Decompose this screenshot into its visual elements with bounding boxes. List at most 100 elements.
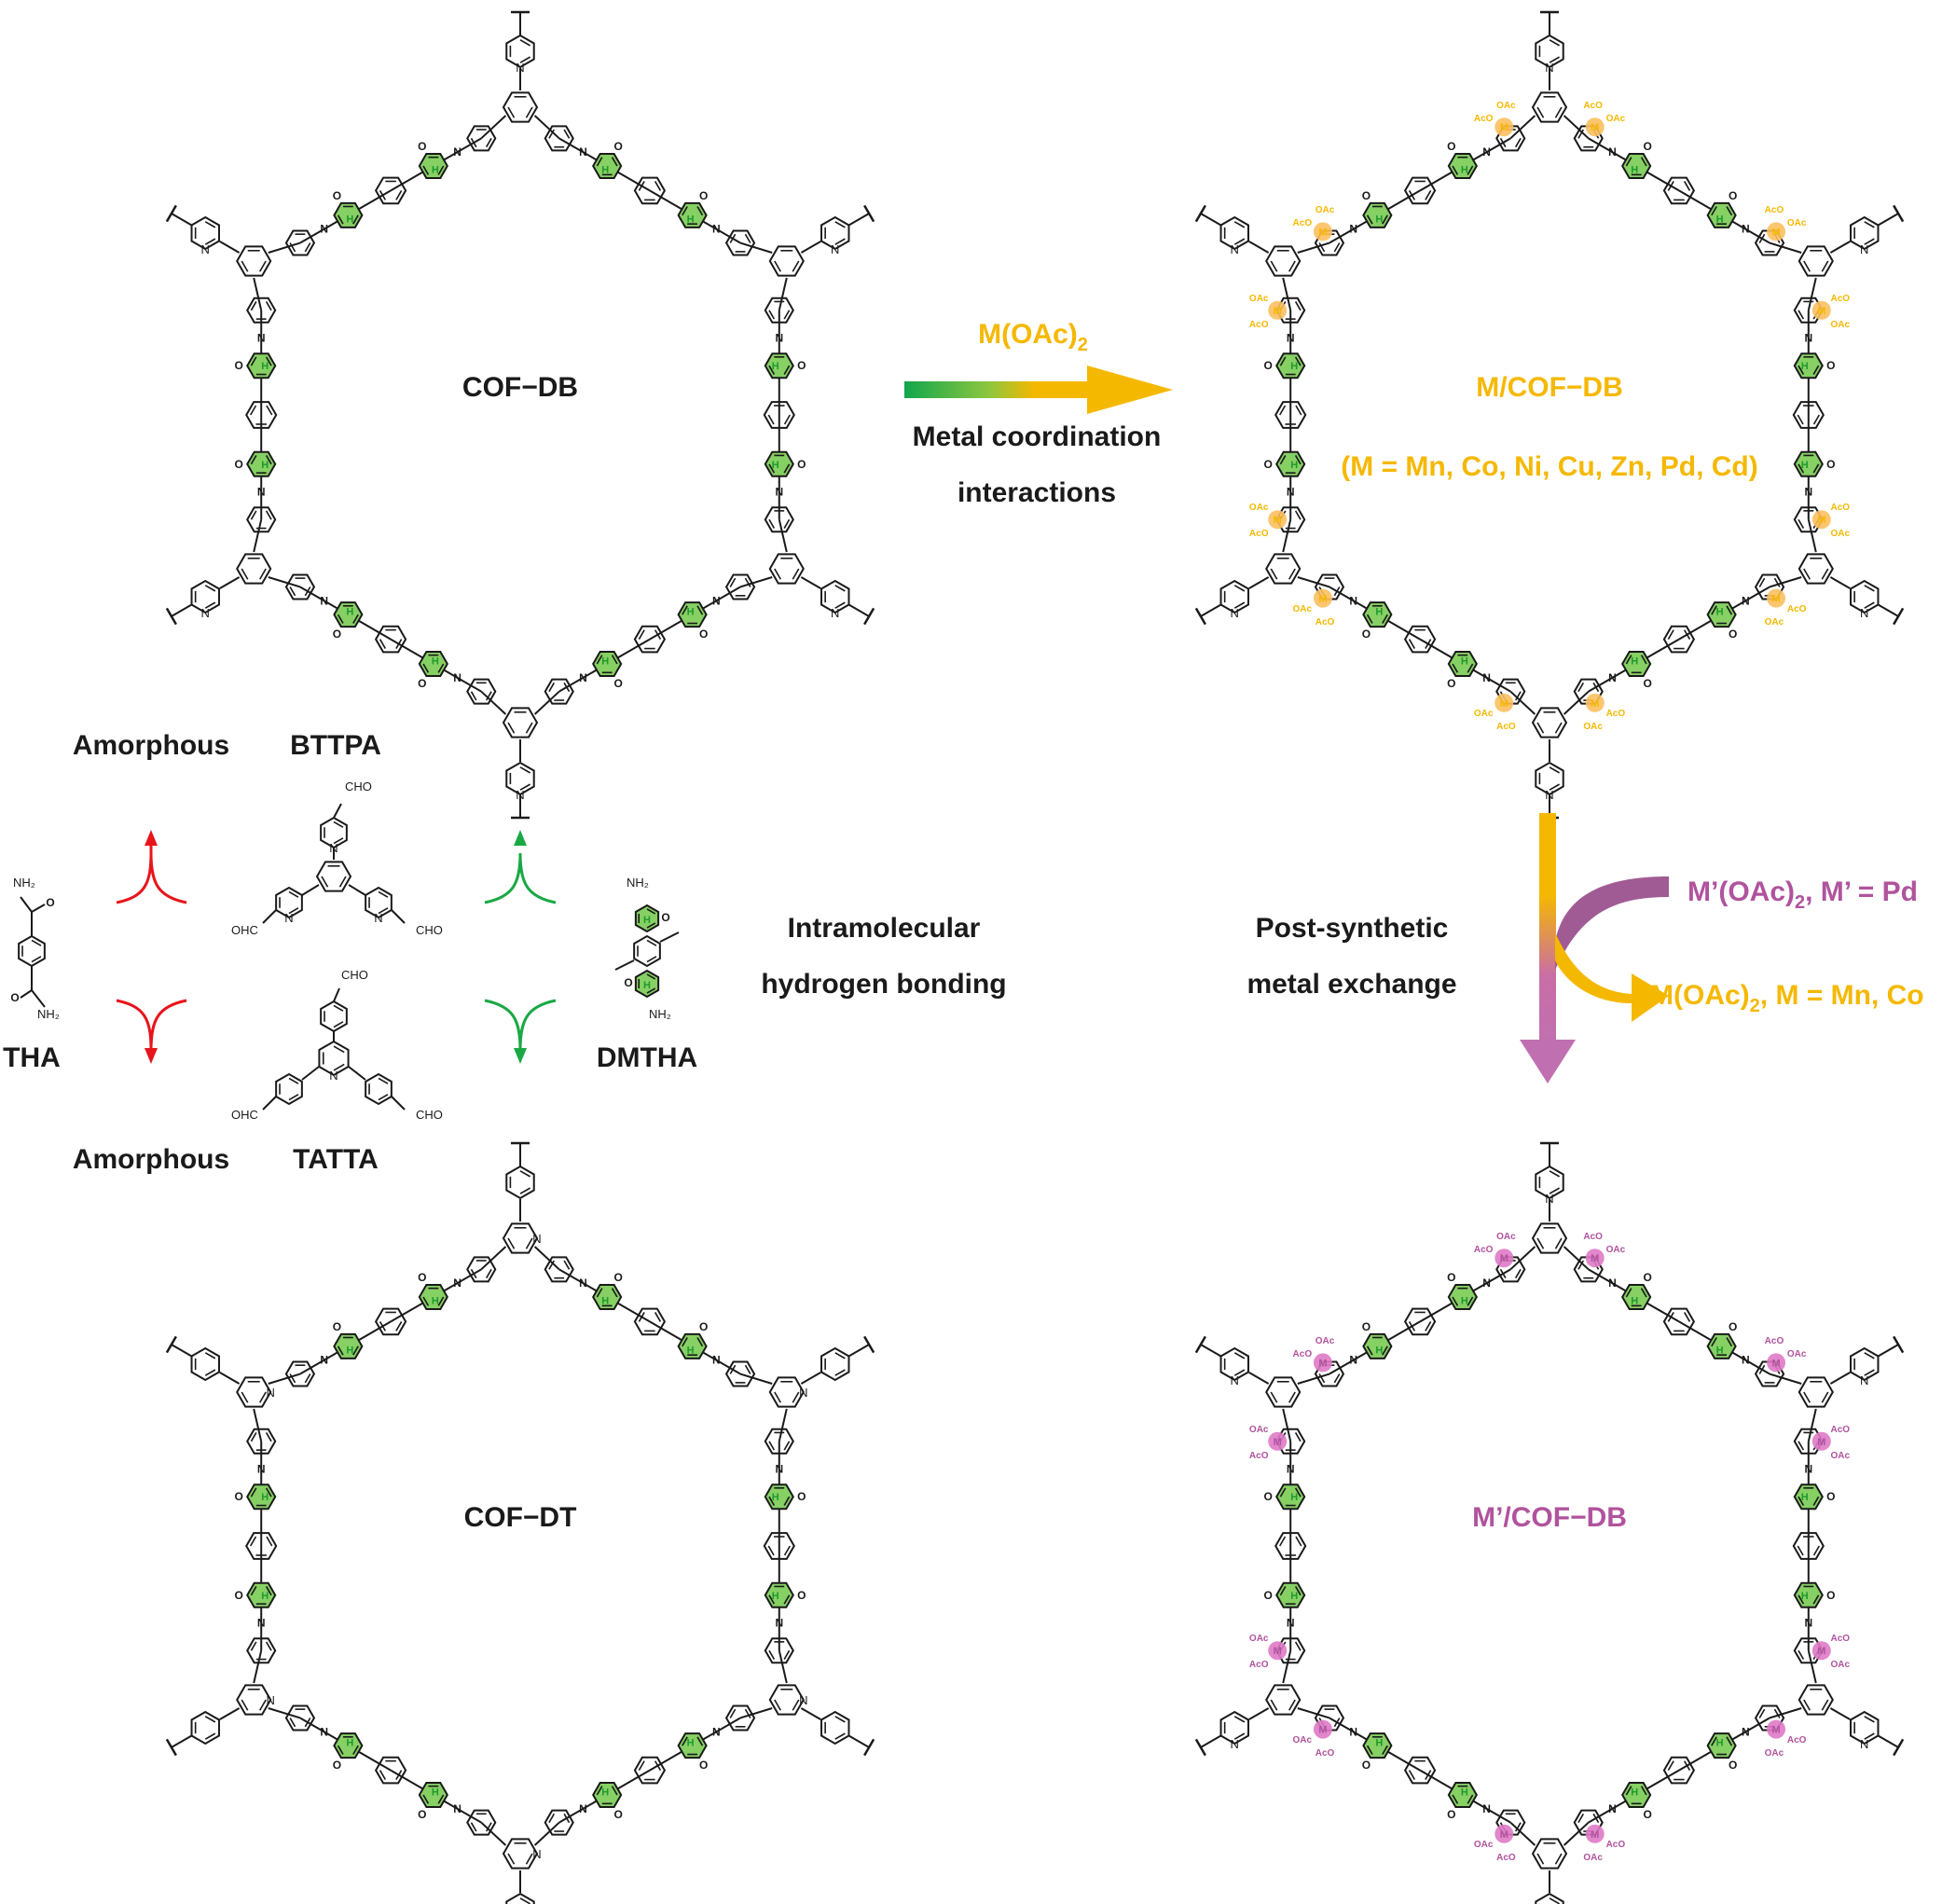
- ring-atom-label: N: [831, 242, 839, 256]
- bond: [863, 607, 875, 626]
- double-bond: [519, 1187, 531, 1194]
- acetate-label: OAc: [1315, 205, 1335, 215]
- double-bond: [834, 585, 846, 592]
- bond: [778, 1408, 788, 1442]
- cof-db-label: COF−DB: [462, 372, 578, 403]
- double-bond: [265, 1432, 272, 1442]
- double-bond: [1408, 1770, 1416, 1780]
- pyridine-ring: [246, 506, 277, 533]
- double-bond: [654, 1760, 662, 1771]
- pyridine-ring: [1754, 1360, 1785, 1387]
- carbonyl-o: O: [1643, 677, 1651, 690]
- double-bond: [783, 310, 791, 320]
- double-bond: [258, 1391, 267, 1403]
- double-bond: [1333, 1373, 1341, 1384]
- bond: [1297, 1707, 1330, 1719]
- bond: [847, 213, 870, 227]
- double-bond: [1382, 214, 1388, 225]
- tritopic-node: N: [502, 1141, 542, 1254]
- intramolecular-line-1: Intramolecular: [788, 913, 981, 944]
- carbonyl-o: O: [1729, 1320, 1737, 1333]
- double-bond: [1640, 1786, 1647, 1796]
- imine-n: N: [1349, 594, 1357, 607]
- double-bond: [744, 1708, 751, 1718]
- double-bond: [519, 766, 531, 774]
- double-bond: [519, 1897, 531, 1904]
- imine-n: N: [1804, 486, 1812, 499]
- double-bond: [682, 1337, 688, 1347]
- hbond-h: H: [1716, 214, 1724, 225]
- dmtha-benzene: [1662, 625, 1696, 654]
- double-bond: [792, 1699, 800, 1711]
- double-bond: [1549, 766, 1561, 774]
- metal-site: [1313, 222, 1332, 241]
- carbonyl-o: O: [418, 677, 426, 690]
- double-bond: [288, 1077, 299, 1084]
- metal-site: [1313, 588, 1332, 608]
- double-bond: [289, 586, 296, 597]
- double-bond: [288, 890, 299, 898]
- imine-n: N: [257, 486, 266, 499]
- phenyl-arm: [505, 1892, 535, 1904]
- tritopic-node: N: [165, 1684, 275, 1757]
- carbonyl-o: O: [1264, 1490, 1273, 1503]
- bond: [778, 277, 788, 311]
- double-bond: [1467, 1794, 1474, 1804]
- carbonyl-o: O: [1729, 189, 1737, 202]
- double-bond: [1467, 663, 1474, 673]
- bond: [1282, 277, 1292, 311]
- pyridine-arm: [820, 579, 850, 614]
- bond: [533, 115, 560, 140]
- double-bond: [1452, 1794, 1459, 1804]
- imine-n: N: [1804, 332, 1812, 345]
- double-bond: [1726, 206, 1733, 216]
- imine-n: N: [1287, 1463, 1295, 1476]
- acetate-label: AcO: [1606, 709, 1626, 719]
- tha-nh2-top: NH₂: [13, 876, 35, 890]
- bond: [1200, 213, 1222, 227]
- double-bond: [519, 1170, 531, 1178]
- double-bond: [470, 1822, 477, 1832]
- double-bond: [1803, 260, 1811, 272]
- pyridine-ring: [1793, 297, 1824, 324]
- bond: [1829, 1707, 1851, 1720]
- pyridine-ring: [1573, 678, 1604, 705]
- hbond-h: H: [1631, 164, 1638, 175]
- acetate-label: AcO: [1831, 1634, 1851, 1644]
- double-bond: [792, 260, 800, 272]
- bond: [739, 1373, 773, 1385]
- double-bond: [352, 214, 359, 225]
- double-bond: [333, 1021, 344, 1028]
- double-bond: [1592, 682, 1600, 693]
- double-bond: [437, 165, 445, 175]
- double-bond: [1288, 568, 1296, 580]
- double-bond: [1864, 585, 1875, 592]
- double-bond: [258, 568, 267, 580]
- pyridine-ring: [466, 678, 497, 705]
- bond: [391, 1096, 406, 1111]
- double-bond: [774, 260, 782, 272]
- double-bond: [1549, 1170, 1561, 1178]
- double-bond: [654, 629, 662, 640]
- acetate-label: AcO: [1474, 114, 1494, 124]
- carbonyl-o: O: [235, 1490, 243, 1503]
- double-bond: [563, 129, 571, 139]
- bond: [219, 576, 241, 589]
- double-bond: [1408, 639, 1416, 649]
- carbonyl-o: O: [1264, 458, 1273, 471]
- hbond-h: H: [1375, 214, 1383, 225]
- double-bond: [204, 221, 216, 228]
- double-bond: [337, 1745, 344, 1755]
- phenyl-arm: [190, 1710, 220, 1745]
- bond: [1194, 1738, 1206, 1757]
- double-bond: [1577, 1813, 1585, 1824]
- double-bond: [1233, 585, 1246, 592]
- hbond-h: H: [346, 1738, 353, 1749]
- double-bond: [774, 1699, 782, 1711]
